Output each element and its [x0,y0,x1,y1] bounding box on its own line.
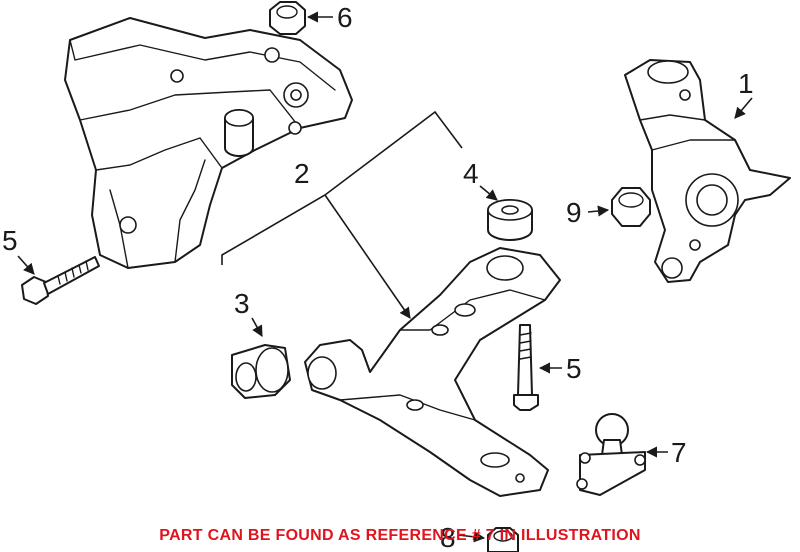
bushing-4 [487,199,533,241]
control-arm [304,247,561,497]
steering-knuckle [624,59,791,283]
ball-joint [576,413,646,496]
callout-numbers: 1 2 3 4 5 5 6 7 8 9 [2,2,754,552]
nut-9 [611,187,651,227]
callout-4: 4 [463,158,479,189]
callout-7: 7 [671,437,687,468]
subframe [64,17,353,269]
leader-lines [17,11,753,543]
callout-5-left: 5 [2,225,18,256]
callout-2: 2 [294,158,310,189]
callout-1: 1 [738,68,754,99]
callout-5-right: 5 [566,353,582,384]
callout-6: 6 [337,2,353,33]
callout-8: 8 [440,522,456,552]
nut-8 [487,527,519,552]
callout-3: 3 [234,288,250,319]
reference-caption: PART CAN BE FOUND AS REFERENCE # 7 IN IL… [159,527,641,544]
bushing-3 [231,344,291,399]
bolt-right [513,324,539,411]
nut-6 [269,1,306,35]
callout-9: 9 [566,197,582,228]
bolt-left [21,256,100,305]
